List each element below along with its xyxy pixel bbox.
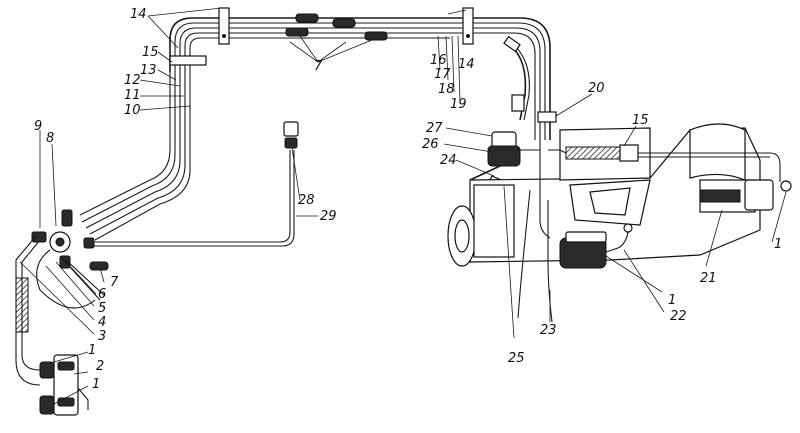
distribution-valve-left (31, 209, 109, 271)
clamp-left-top (218, 7, 230, 45)
callout-15: 15 (142, 45, 159, 60)
callout-21: 21 (700, 271, 717, 286)
callout-7: 7 (110, 275, 119, 290)
callout-14: 14 (458, 57, 475, 72)
overhead-pipe-bundle (169, 17, 551, 140)
pipe-to-valve-right (638, 152, 781, 182)
callout-12: 12 (124, 73, 141, 88)
flexible-hose-upper (503, 35, 530, 121)
callout-26: 26 (422, 137, 439, 152)
callout-16: 16 (430, 53, 447, 68)
callout-19: 19 (450, 97, 467, 112)
callout-15: 15 (632, 113, 649, 128)
pipe-28 (94, 150, 295, 247)
callout-18: 18 (438, 82, 455, 97)
callout-4: 4 (98, 315, 106, 330)
callout-2: 2 (96, 359, 104, 374)
brake-chamber-lower (559, 223, 633, 269)
callout-24: 24 (440, 153, 457, 168)
callout-6: 6 (98, 287, 106, 302)
coupling-group-top (285, 13, 388, 41)
callout-28: 28 (298, 193, 315, 208)
callout-25: 25 (508, 351, 525, 366)
callout-22: 22 (670, 309, 687, 324)
callout-1: 1 (88, 343, 96, 358)
callout-8: 8 (46, 131, 54, 146)
bottom-valve-assembly (21, 354, 89, 416)
callout-29: 29 (320, 209, 337, 224)
callout-23: 23 (540, 323, 557, 338)
pipe-to-hose (548, 149, 567, 154)
callout-14: 14 (130, 7, 147, 22)
pipe-29 (94, 150, 291, 243)
hatched-hose-right (565, 144, 639, 162)
gearbox-housing (447, 123, 792, 267)
callout-27: 27 (426, 121, 443, 136)
leader-lines (19, 7, 787, 405)
callout-3: 3 (98, 329, 106, 344)
pipe-23 (547, 200, 553, 323)
callout-7: 7 (314, 59, 323, 74)
callout-13: 13 (140, 63, 157, 78)
clamp-right-top (462, 7, 474, 45)
clamp-left-vertical (169, 55, 207, 66)
callout-1: 1 (774, 237, 782, 252)
fitting-28 (283, 121, 299, 149)
clamp-20 (537, 111, 557, 123)
callout-labels: 14 14 15 13 12 11 10 7 16 17 18 19 20 15… (34, 7, 782, 392)
callout-1: 1 (92, 377, 100, 392)
callout-17: 17 (434, 67, 451, 82)
callout-1: 1 (668, 293, 676, 308)
callout-9: 9 (34, 119, 42, 134)
left-drop-pipes (79, 72, 191, 241)
callout-10: 10 (124, 103, 141, 118)
pipe-25 (517, 189, 531, 319)
callout-20: 20 (588, 81, 605, 96)
callout-5: 5 (98, 301, 106, 316)
hatched-hose-left (15, 277, 29, 333)
callout-11: 11 (124, 88, 141, 103)
